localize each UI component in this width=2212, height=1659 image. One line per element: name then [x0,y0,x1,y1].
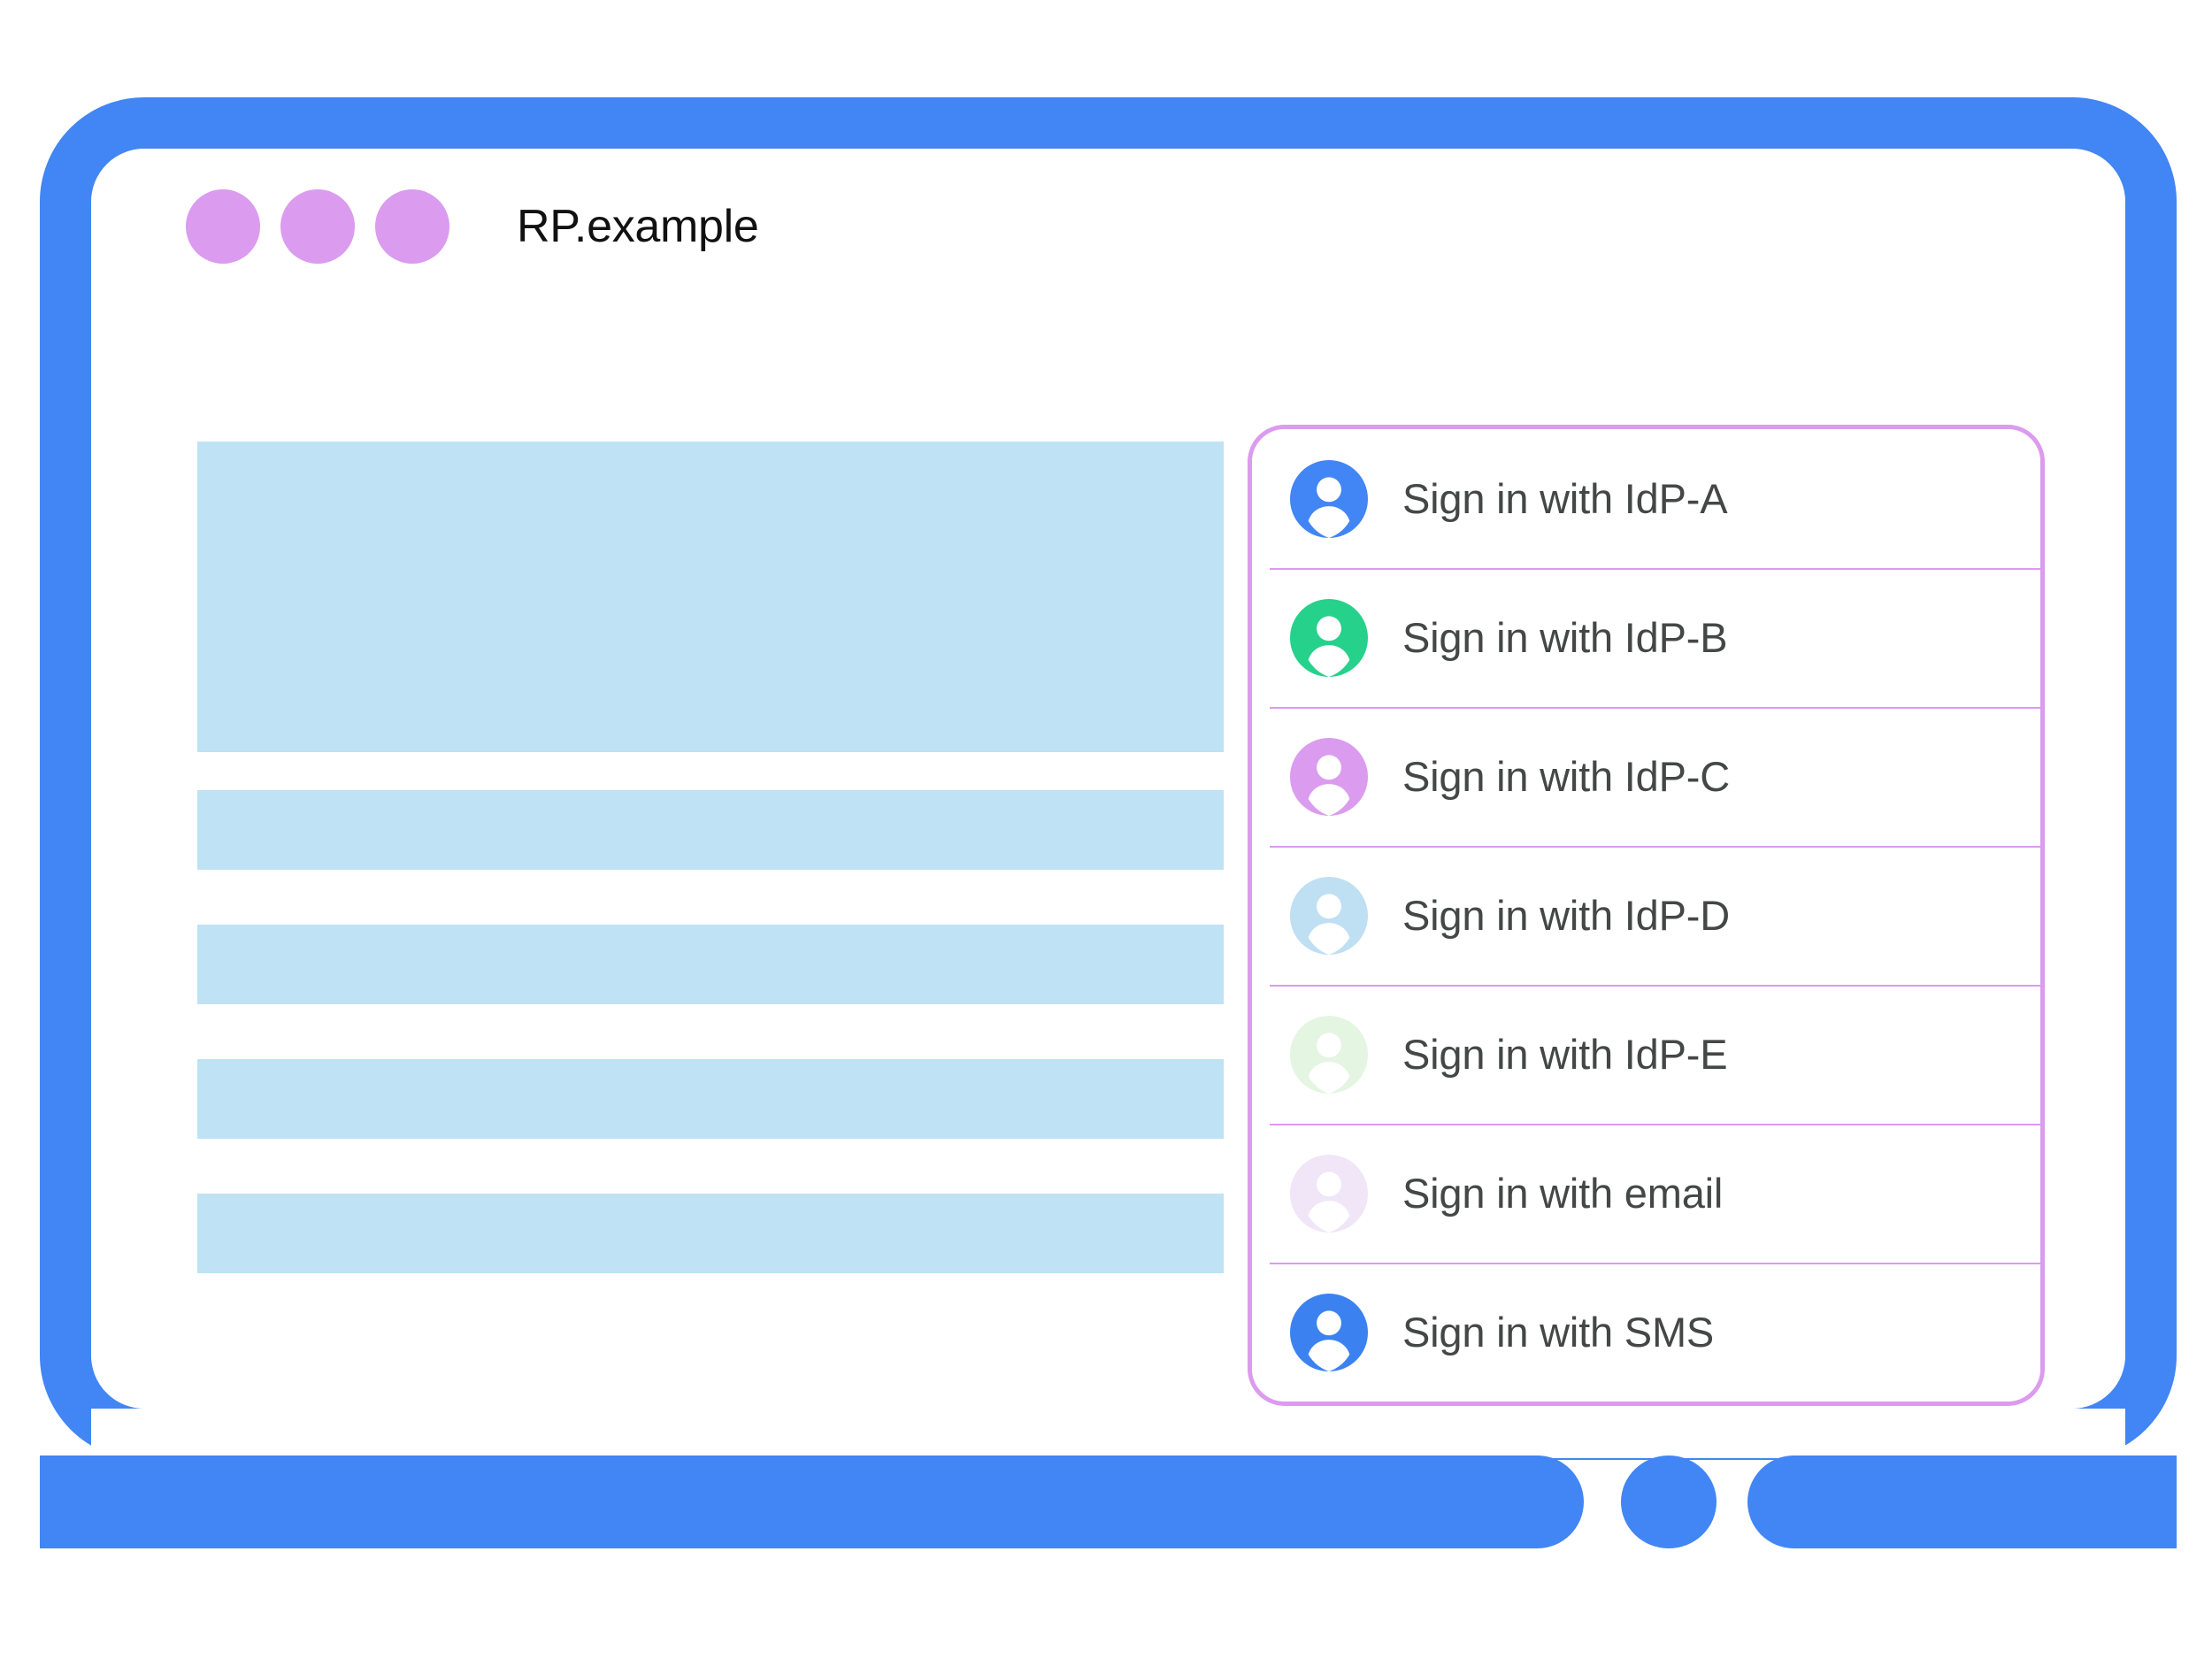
account-row[interactable]: Sign in with IdP-D [1252,846,2040,985]
home-button[interactable] [1621,1455,1717,1548]
account-row[interactable]: Sign in with SMS [1252,1263,2040,1402]
account-avatar-icon [1290,737,1368,816]
account-avatar-icon [1290,876,1368,955]
account-label: Sign in with email [1402,1170,1724,1217]
bezel-bar-right [1747,1455,2177,1548]
bezel-bar-left [40,1455,1584,1548]
content-placeholder-bar-2 [197,925,1224,1004]
account-avatar-icon [1290,1154,1368,1233]
account-label: Sign in with IdP-C [1402,753,1730,800]
window-dot-3[interactable] [375,188,449,264]
page-content-placeholders [197,442,1224,1273]
account-avatar-icon [1290,598,1368,677]
account-label: Sign in with SMS [1402,1309,1715,1356]
window-dot-1[interactable] [186,188,260,264]
account-list: Sign in with IdP-A Sign in with IdP-B Sign… [1252,429,2040,1402]
account-avatar-icon [1290,1015,1368,1094]
account-label: Sign in with IdP-B [1402,614,1728,661]
window-dot-2[interactable] [280,188,355,264]
account-row[interactable]: Sign in with IdP-B [1252,568,2040,707]
account-label: Sign in with IdP-A [1402,475,1728,522]
browser-titlebar: RP.example [91,149,2125,303]
account-avatar-icon [1290,459,1368,538]
account-row[interactable]: Sign in with IdP-E [1252,985,2040,1124]
account-row[interactable]: Sign in with email [1252,1124,2040,1263]
content-placeholder-bar-4 [197,1194,1224,1273]
page-title: RP.example [517,200,759,252]
account-chooser-dialog: Sign in with IdP-A Sign in with IdP-B Sign… [1248,425,2045,1406]
account-avatar-icon [1290,1293,1368,1371]
account-row[interactable]: Sign in with IdP-C [1252,707,2040,846]
content-placeholder-bar-3 [197,1059,1224,1139]
bezel-gap [91,1409,2125,1458]
account-row[interactable]: Sign in with IdP-A [1252,429,2040,568]
content-placeholder-bar-1 [197,790,1224,870]
account-label: Sign in with IdP-D [1402,892,1730,939]
account-label: Sign in with IdP-E [1402,1031,1728,1078]
content-placeholder-hero [197,442,1224,752]
